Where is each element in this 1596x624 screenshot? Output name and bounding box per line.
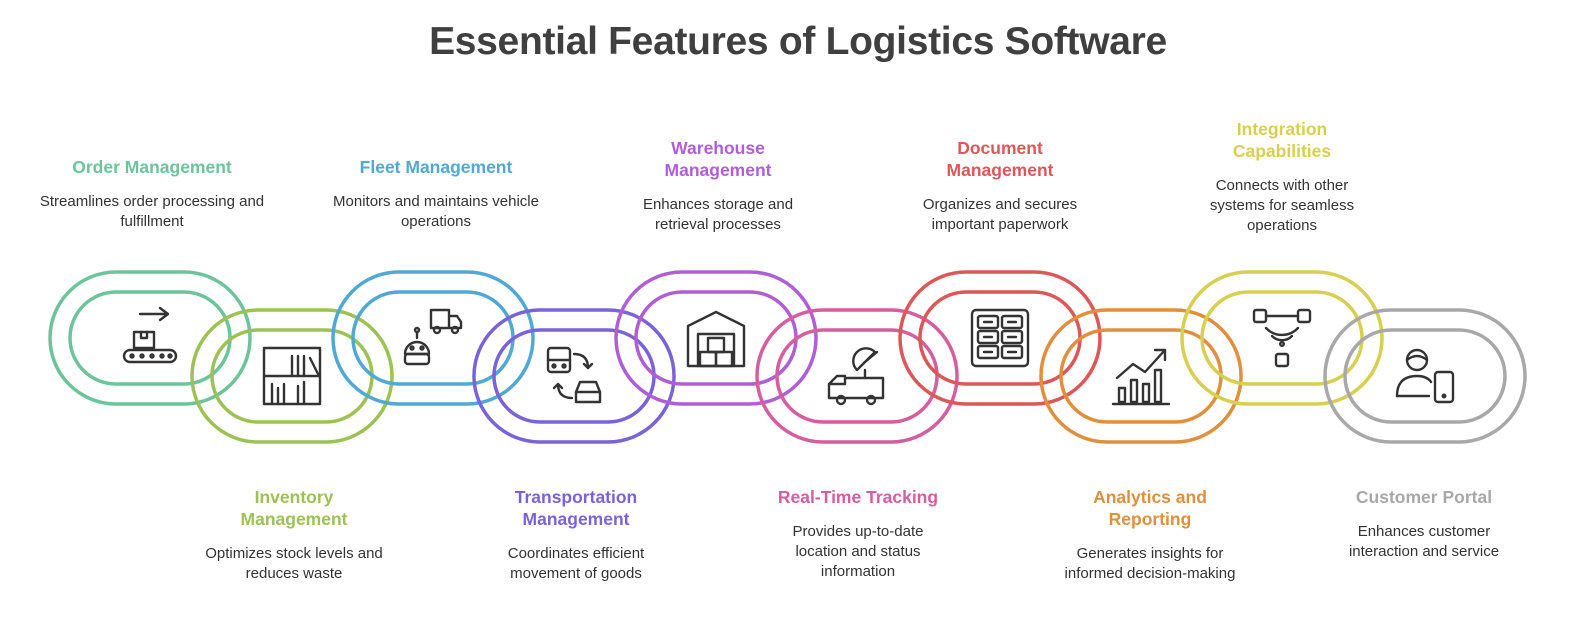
feature-description: Monitors and maintains vehicle operation… — [333, 193, 539, 230]
feature-description: Generates insights for informed decision… — [1064, 545, 1236, 582]
feature-label-warehouse-management: Warehouse Management Enhances storage an… — [598, 137, 838, 235]
chain-link — [1039, 308, 1243, 444]
chain-link — [331, 270, 535, 406]
feature-label-order-management: Order Management Streamlines order proce… — [32, 156, 272, 232]
feature-title: Document Management — [946, 138, 1054, 180]
feature-title: Warehouse Management — [664, 138, 772, 180]
robot-truck-icon — [403, 308, 463, 366]
feature-title: Analytics and Reporting — [1093, 487, 1207, 529]
feature-description: Streamlines order processing and fulfill… — [39, 193, 265, 230]
shelf-books-icon — [262, 346, 322, 406]
conveyor-package-icon — [122, 306, 178, 364]
feature-description: Organizes and secures important paperwor… — [922, 196, 1078, 233]
feature-description: Coordinates efficient movement of goods — [507, 545, 645, 582]
feature-title: Integration Capabilities — [1232, 119, 1332, 161]
feature-label-inventory-management: Inventory Management Optimizes stock lev… — [174, 486, 414, 584]
filing-cabinet-icon — [970, 308, 1030, 368]
feature-title: Inventory Management — [240, 487, 348, 529]
chain-link — [755, 308, 959, 444]
feature-label-customer-portal: Customer Portal Enhances customer intera… — [1304, 486, 1544, 562]
warehouse-icon — [686, 310, 746, 368]
feature-label-transportation-management: Transportation Management Coordinates ef… — [456, 486, 696, 584]
feature-title: Customer Portal — [1355, 487, 1493, 507]
feature-title: Fleet Management — [359, 157, 513, 177]
feature-label-analytics-reporting: Analytics and Reporting Generates insigh… — [1030, 486, 1270, 584]
feature-title: Real-Time Tracking — [777, 487, 939, 507]
chain-link — [472, 308, 676, 444]
chain-link — [1180, 270, 1384, 406]
feature-description: Optimizes stock levels and reduces waste — [205, 545, 383, 582]
bus-car-icon — [546, 346, 602, 404]
feature-label-document-management: Document Management Organizes and secure… — [880, 137, 1120, 235]
feature-title: Order Management — [72, 157, 232, 177]
feature-label-integration-capabilities: Integration Capabilities Connects with o… — [1162, 118, 1402, 236]
page-title: Essential Features of Logistics Software — [429, 20, 1167, 63]
chain-link — [48, 270, 252, 406]
feature-description: Enhances storage and retrieval processes — [642, 196, 794, 233]
user-tablet-icon — [1395, 348, 1455, 404]
feature-label-real-time-tracking: Real-Time Tracking Provides up-to-date l… — [738, 486, 978, 582]
feature-description: Connects with other systems for seamless… — [1209, 177, 1355, 234]
chain-link — [898, 270, 1102, 406]
network-wifi-icon — [1252, 308, 1312, 368]
feature-description: Enhances customer interaction and servic… — [1348, 523, 1500, 560]
growth-chart-icon — [1111, 348, 1171, 406]
satellite-truck-icon — [827, 347, 885, 406]
feature-label-fleet-management: Fleet Management Monitors and maintains … — [316, 156, 556, 232]
feature-title: Transportation Management — [514, 487, 638, 529]
chain-link — [1323, 308, 1527, 444]
feature-description: Provides up-to-date location and status … — [792, 523, 924, 580]
